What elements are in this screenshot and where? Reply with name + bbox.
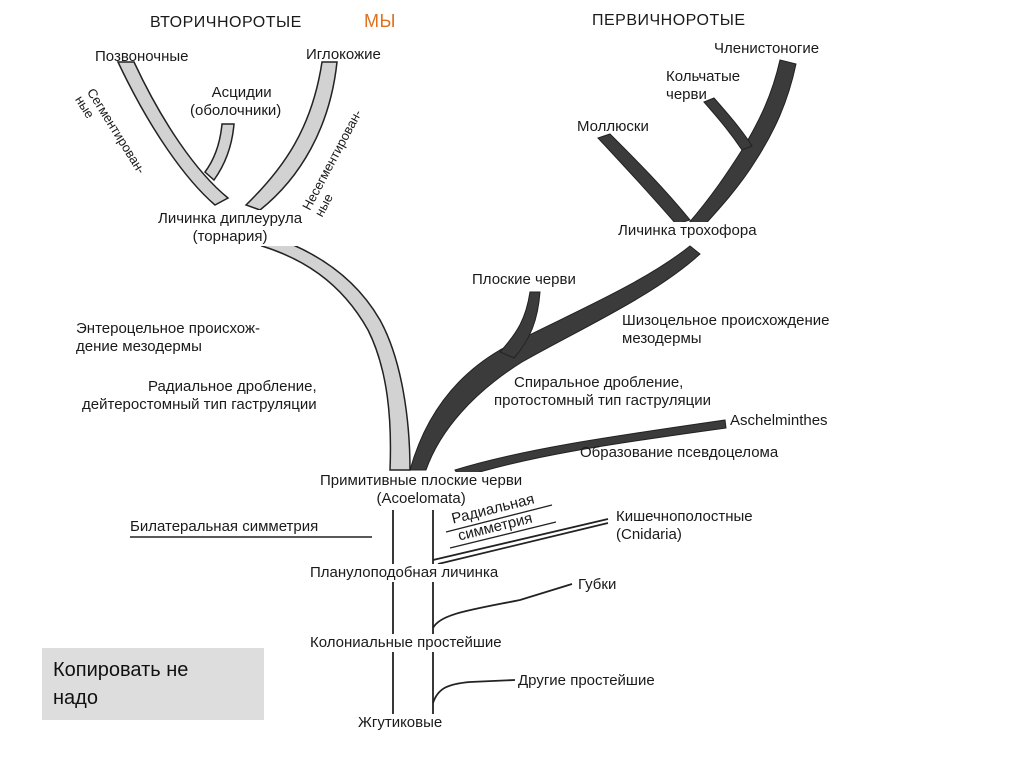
- branch-vertebrates: [116, 61, 230, 206]
- header-we: МЫ: [364, 11, 396, 31]
- branch-aschelminthes: [454, 419, 727, 479]
- label-bilateral-symmetry: Билатеральная симметрия: [130, 518, 319, 535]
- label-echinoderms: Иглокожие: [306, 46, 381, 63]
- label-schizocoel: Шизоцельное происхождение мезодермы: [622, 312, 830, 347]
- label-arthropods: Членистоногие: [714, 40, 820, 57]
- branch-annelids-arthropods: [687, 59, 797, 231]
- branch-flatworms: [499, 291, 541, 359]
- branch-echinoderms: [244, 61, 338, 211]
- label-ascidians: Асцидии (оболочники): [190, 84, 282, 119]
- branch-cnidaria-1: [432, 518, 609, 561]
- label-cnidaria: Кишечнополостные (Cnidaria): [616, 508, 753, 543]
- branch-ascidians: [203, 123, 235, 182]
- note-line-1: Копировать не: [53, 659, 189, 681]
- branch-annelids: [703, 97, 753, 151]
- radial-underline-2: [449, 521, 557, 549]
- label-trochophore: Личинка трохофора: [618, 222, 757, 240]
- label-annelids: Кольчатые черви: [666, 68, 741, 103]
- label-acoelomata: Примитивные плоские черви (Acoelomata): [320, 472, 523, 508]
- header-protostomes: ПЕРВИЧНОРОТЫЕ: [592, 12, 746, 29]
- label-flatworms: Плоские черви: [472, 271, 576, 288]
- branch-molluscs: [597, 133, 691, 225]
- label-aschelminthes: Aschelminthes: [730, 412, 828, 429]
- note-box: Копировать не надо: [42, 648, 264, 720]
- label-molluscs: Моллюски: [577, 118, 649, 135]
- protostome-trunk: [409, 245, 701, 471]
- label-other-protists: Другие простейшие: [518, 672, 655, 689]
- label-sponges: Губки: [578, 576, 617, 593]
- label-colonial-protists: Колониальные простейшие: [310, 634, 502, 652]
- label-spiral-cleavage: Спиральное дробление, протостомный тип г…: [494, 374, 711, 409]
- label-dipleurula: Личинка диплеурула (торнария): [158, 210, 303, 246]
- header-deuterostomes: ВТОРИЧНОРОТЫЕ: [150, 14, 302, 31]
- deuterostome-trunk: [260, 235, 411, 471]
- branch-sponges: [432, 583, 573, 629]
- radial-underline-1: [445, 504, 553, 533]
- label-enterocoel: Энтероцельное происхож- дение мезодермы: [76, 320, 260, 355]
- label-vertebrates: Позвоночные: [95, 48, 189, 65]
- branch-cnidaria-2: [437, 522, 609, 565]
- branch-other-protists: [432, 679, 516, 704]
- label-flagellates: Жгутиковые: [358, 714, 443, 732]
- note-line-2: надо: [53, 687, 98, 709]
- label-radial-cleavage: Радиальное дробление, дейтеростомный тип…: [82, 378, 317, 413]
- label-pseudocoel: Образование псевдоцелома: [580, 444, 779, 461]
- label-planula: Планулоподобная личинка: [310, 564, 499, 582]
